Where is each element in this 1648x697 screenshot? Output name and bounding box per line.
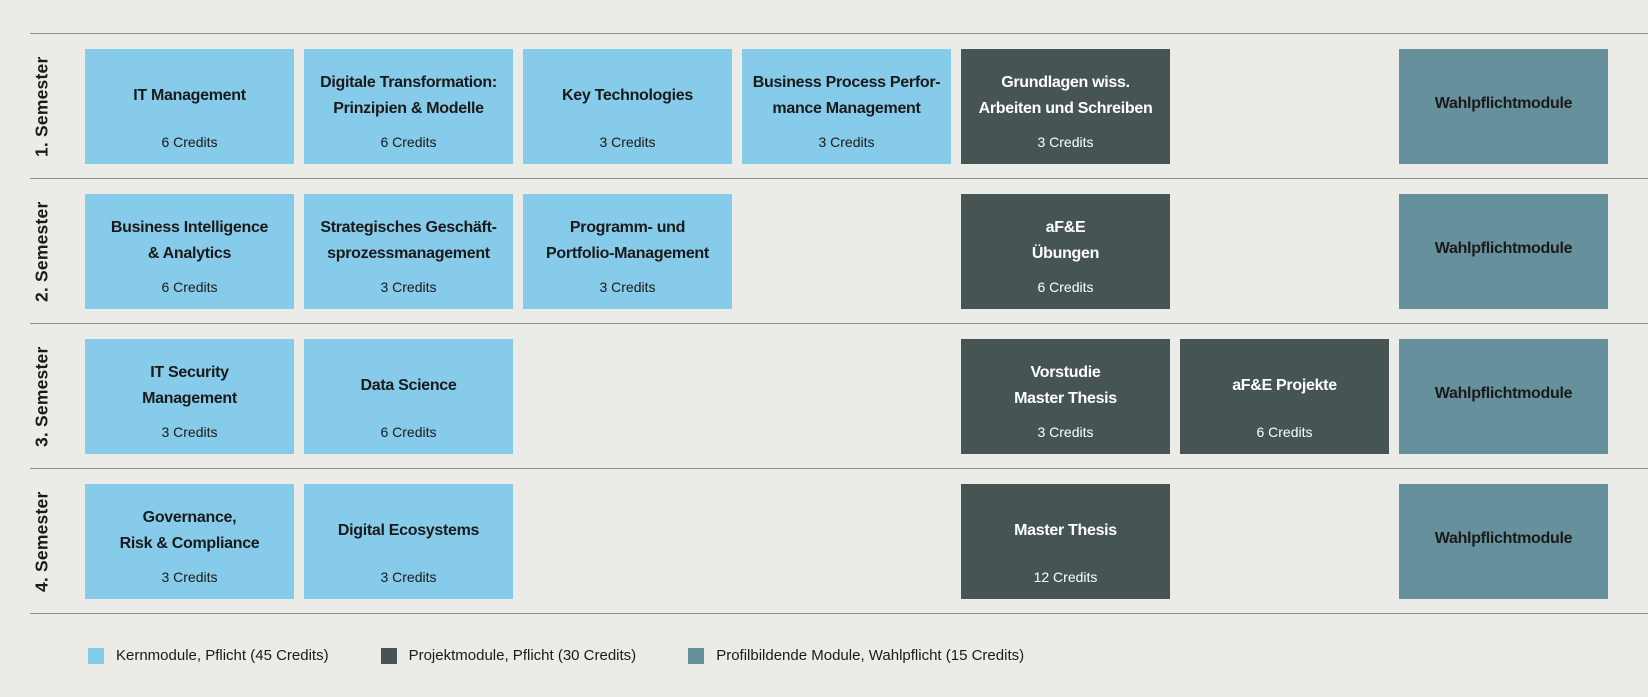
semester-3-label: 3. Semester — [31, 346, 52, 447]
module-credits: 3 Credits — [599, 134, 656, 150]
semester-row-4: 4. Semester Governance, Risk & Complianc… — [30, 468, 1648, 613]
module-afe-projekte: aF&E Projekte 6 Credits — [1180, 339, 1389, 454]
module-credits: 6 Credits — [1037, 279, 1094, 295]
module-business-intelligence-analytics: Business Intelligence & Analytics 6 Cred… — [85, 194, 294, 309]
module-title: Master Thesis — [1014, 521, 1117, 539]
module-wahlpflichtmodule-sem3: Wahlpflichtmodule — [1399, 339, 1608, 454]
module-master-thesis: Master Thesis 12 Credits — [961, 484, 1170, 599]
module-title: IT Management — [133, 86, 246, 104]
module-credits: 6 Credits — [161, 279, 218, 295]
module-business-process-performance: Business Process Perfor- mance Managemen… — [742, 49, 951, 164]
module-credits: 3 Credits — [599, 279, 656, 295]
module-title: Programm- und Portfolio-Management — [546, 218, 709, 262]
semester-row-2: 2. Semester Business Intelligence & Anal… — [30, 178, 1648, 323]
module-title: Digital Ecosystems — [337, 521, 480, 539]
module-credits: 3 Credits — [818, 134, 875, 150]
module-title: Key Technologies — [562, 86, 693, 104]
profile-module-swatch-icon — [688, 647, 705, 664]
module-title: Wahlpflichtmodule — [1434, 239, 1573, 257]
module-credits: 6 Credits — [380, 424, 437, 440]
project-module-swatch-icon — [380, 647, 397, 664]
module-strategisches-geschaeftsprozessmanagement: Strategisches Geschäft- sprozessmanageme… — [304, 194, 513, 309]
module-credits: 3 Credits — [161, 569, 218, 585]
module-credits: 3 Credits — [1037, 424, 1094, 440]
module-title: Vorstudie Master Thesis — [1014, 363, 1117, 407]
module-credits: 6 Credits — [161, 134, 218, 150]
module-wahlpflichtmodule-sem4: Wahlpflichtmodule — [1399, 484, 1608, 599]
module-it-management: IT Management 6 Credits — [85, 49, 294, 164]
module-title: Governance, Risk & Compliance — [119, 508, 260, 552]
module-key-technologies: Key Technologies 3 Credits — [523, 49, 732, 164]
module-title: aF&E Projekte — [1232, 376, 1337, 394]
module-title: Data Science — [360, 376, 457, 394]
module-title: Grundlagen wiss. Arbeiten und Schreiben — [978, 73, 1153, 117]
legend-item-kernmodule: Kernmodule, Pflicht (45 Credits) — [88, 647, 329, 664]
module-afe-uebungen: aF&E Übungen 6 Credits — [961, 194, 1170, 309]
legend-label: Kernmodule, Pflicht (45 Credits) — [116, 647, 329, 664]
module-credits: 6 Credits — [1256, 424, 1313, 440]
legend-item-profilbildende-module: Profilbildende Module, Wahlpflicht (15 C… — [688, 647, 1024, 664]
module-grundlagen-wiss-arbeiten: Grundlagen wiss. Arbeiten und Schreiben … — [961, 49, 1170, 164]
semester-row-3: 3. Semester IT Security Management 3 Cre… — [30, 323, 1648, 468]
module-digitale-transformation: Digitale Transformation: Prinzipien & Mo… — [304, 49, 513, 164]
module-title: Digitale Transformation: Prinzipien & Mo… — [320, 73, 497, 117]
semester-row-1: 1. Semester IT Management 6 Credits Digi… — [30, 33, 1648, 178]
module-title: Business Intelligence & Analytics — [110, 218, 269, 262]
module-wahlpflichtmodule-sem2: Wahlpflichtmodule — [1399, 194, 1608, 309]
semester-3-modules: IT Security Management 3 Credits Data Sc… — [85, 339, 1608, 454]
module-title: Strategisches Geschäft- sprozessmanageme… — [320, 218, 497, 262]
curriculum-board: 1. Semester IT Management 6 Credits Digi… — [30, 0, 1648, 697]
semester-1-modules: IT Management 6 Credits Digitale Transfo… — [85, 49, 1608, 164]
module-it-security-management: IT Security Management 3 Credits — [85, 339, 294, 454]
module-wahlpflichtmodule-sem1: Wahlpflichtmodule — [1399, 49, 1608, 164]
module-credits: 12 Credits — [1033, 569, 1098, 585]
module-vorstudie-master-thesis: Vorstudie Master Thesis 3 Credits — [961, 339, 1170, 454]
module-credits: 6 Credits — [380, 134, 437, 150]
semester-1-label: 1. Semester — [31, 56, 52, 157]
module-title: Business Process Perfor- mance Managemen… — [752, 73, 941, 117]
module-title: Wahlpflichtmodule — [1434, 94, 1573, 112]
module-credits: 3 Credits — [1037, 134, 1094, 150]
module-title: Wahlpflichtmodule — [1434, 529, 1573, 547]
module-title: Wahlpflichtmodule — [1434, 384, 1573, 402]
module-programm-portfolio-management: Programm- und Portfolio-Management 3 Cre… — [523, 194, 732, 309]
module-credits: 3 Credits — [380, 569, 437, 585]
semester-2-modules: Business Intelligence & Analytics 6 Cred… — [85, 194, 1608, 309]
module-title: IT Security Management — [142, 363, 237, 407]
module-data-science: Data Science 6 Credits — [304, 339, 513, 454]
module-credits: 3 Credits — [161, 424, 218, 440]
legend-label: Projektmodule, Pflicht (30 Credits) — [408, 647, 637, 664]
legend: Kernmodule, Pflicht (45 Credits) Projekt… — [30, 613, 1648, 697]
legend-label: Profilbildende Module, Wahlpflicht (15 C… — [716, 647, 1025, 664]
module-digital-ecosystems: Digital Ecosystems 3 Credits — [304, 484, 513, 599]
semester-4-label: 4. Semester — [31, 491, 52, 592]
semester-4-modules: Governance, Risk & Compliance 3 Credits … — [85, 484, 1608, 599]
module-credits: 3 Credits — [380, 279, 437, 295]
module-title: aF&E Übungen — [1031, 218, 1100, 262]
legend-item-projektmodule: Projektmodule, Pflicht (30 Credits) — [380, 647, 637, 664]
module-governance-risk-compliance: Governance, Risk & Compliance 3 Credits — [85, 484, 294, 599]
semester-2-label: 2. Semester — [31, 201, 52, 302]
core-module-swatch-icon — [88, 647, 104, 664]
